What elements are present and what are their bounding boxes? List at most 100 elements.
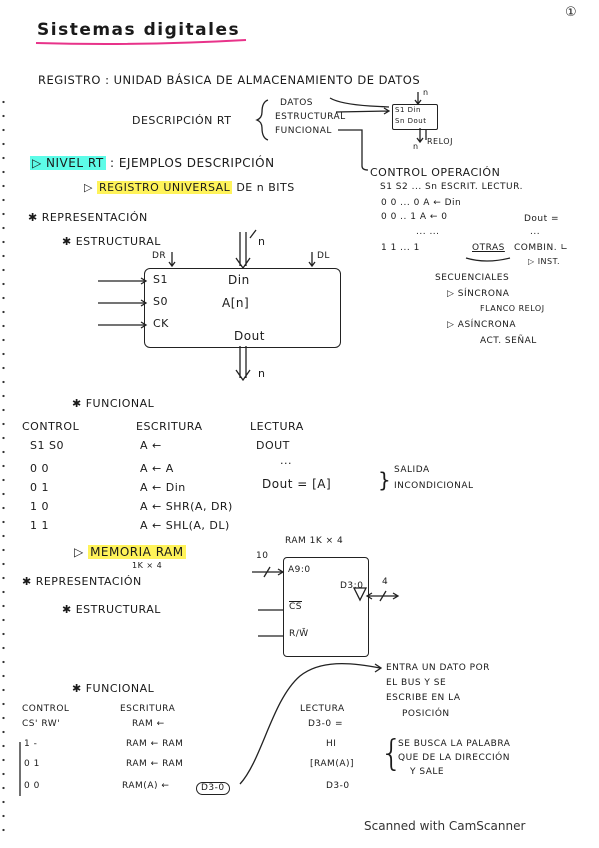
ram-row-2-control: 0 1: [24, 759, 40, 769]
desc-item-funcional: FUNCIONAL: [275, 126, 332, 136]
brace-busca: {: [380, 733, 404, 774]
func-row-1-escritura: A ← A: [140, 462, 174, 475]
ram-row-2-escritura: RAM ← RAM: [126, 759, 184, 769]
sincrona: ▷ SÍNCRONA: [447, 289, 510, 299]
func-row-2-control: 0 1: [30, 481, 49, 494]
descripcion-rt-label: DESCRIPCIÓN RT: [132, 114, 232, 127]
page-number: ①: [565, 5, 578, 20]
func-lect-dots: ...: [280, 454, 292, 467]
estructural2-heading: ✱ ESTRUCTURAL: [62, 603, 161, 616]
func-row-2-escritura: A ← Din: [140, 481, 186, 494]
reg-s0: S0: [153, 295, 168, 308]
ram-four: 4: [382, 577, 389, 587]
nivel-rt-rest: : EJEMPLOS DESCRIPCIÓN: [109, 156, 275, 170]
func-row-3-control: 1 0: [30, 500, 49, 513]
notebook-margin-dots: [2, 95, 5, 835]
ram-head-control: CONTROL: [22, 704, 70, 714]
mini-box-reloj: RELOJ: [427, 137, 453, 146]
note-entra-4: POSICIÓN: [402, 709, 450, 719]
scanner-watermark: Scanned with CamScanner: [364, 819, 526, 833]
ctrl-row-2: 0 0 .. 1 A ← 0: [381, 212, 448, 222]
func-row-4-escritura: A ← SHL(A, DL): [140, 519, 230, 532]
funcional-heading: ✱ FUNCIONAL: [72, 397, 155, 410]
inst-label: ▷ INST.: [528, 257, 561, 266]
reg-ck: CK: [153, 317, 169, 330]
ram-row-1-lectura: HI: [326, 739, 337, 749]
act-senal: ACT. SEÑAL: [480, 336, 537, 346]
func-row-3-escritura: A ← SHR(A, DR): [140, 500, 233, 513]
control-operacion: CONTROL OPERACIÓN: [370, 166, 501, 179]
reg-a: A[n]: [222, 296, 250, 310]
ram-row-1-control: 1 -: [24, 739, 38, 749]
nivel-rt-heading: ▷ NIVEL RT : EJEMPLOS DESCRIPCIÓN: [30, 156, 275, 170]
memoria-heading: ▷ MEMORIA RAM: [74, 545, 186, 559]
dout-eq: Dout =: [524, 214, 560, 224]
dout-a: Dout = [A]: [262, 477, 332, 491]
ram-head-esc-sub: RAM ←: [132, 719, 165, 729]
register-block: [144, 268, 341, 348]
func-head-lectura: LECTURA: [250, 420, 304, 433]
ram-row-2-lectura: [RAM(A)]: [310, 759, 355, 769]
mini-box-n-bottom: n: [413, 142, 419, 151]
func-head-control: CONTROL: [22, 420, 80, 433]
nivel-rt-label: ▷ NIVEL RT: [30, 156, 106, 170]
ram-head-lect-sub: D3-0 =: [308, 719, 344, 729]
reg-dr: DR: [152, 251, 167, 261]
ram-ten: 10: [256, 551, 269, 561]
dout-dots: ...: [530, 227, 541, 237]
memoria-ram-label: MEMORIA RAM: [88, 545, 186, 559]
func-row-1-control: 0 0: [30, 462, 49, 475]
ctrl-row-4: 1 1 ... 1: [381, 243, 420, 253]
func-sub-control: S1 S0: [30, 439, 64, 452]
func-head-escritura: ESCRITURA: [136, 420, 203, 433]
mini-box-row2: Sn Dout: [395, 117, 427, 125]
ctrl-head: S1 S2 ... Sn ESCRIT. LECTUR.: [380, 182, 523, 192]
ram-row-3-control: 0 0: [24, 781, 40, 791]
func-sub-escritura: A ←: [140, 439, 162, 452]
registro-definition: REGISTRO : UNIDAD BÁSICA DE ALMACENAMIEN…: [38, 73, 421, 87]
desc-item-estructural: ESTRUCTURAL: [275, 112, 346, 122]
ram-rw: R/W̄: [289, 629, 309, 639]
ram-row-3-escritura: RAM(A) ←: [122, 781, 170, 791]
flanco-reloj: FLANCO RELOJ: [480, 304, 545, 313]
incondicional-label: INCONDICIONAL: [394, 481, 474, 491]
ram-d: D3:0: [340, 581, 364, 591]
registro-universal-label: REGISTRO UNIVERSAL: [96, 181, 233, 194]
note-busca-1: SE BUSCA LA PALABRA: [398, 739, 511, 749]
page-title: Sistemas digitales: [37, 20, 241, 40]
secuenciales: SECUENCIALES: [435, 273, 510, 283]
ram-title: RAM 1K × 4: [285, 536, 344, 546]
mini-register-box: [392, 104, 438, 130]
reg-din: Din: [228, 273, 250, 287]
reg-s1: S1: [153, 273, 168, 286]
ram-head-lectura: LECTURA: [300, 704, 345, 714]
ctrl-row-3: ... ...: [416, 227, 440, 237]
ram-a: A9:0: [288, 565, 311, 575]
note-busca-3: Y SALE: [410, 767, 445, 777]
memoria-sub: 1K × 4: [132, 561, 163, 570]
ram-cs: CS: [289, 602, 302, 612]
asincrona: ▷ ASÍNCRONA: [447, 320, 517, 330]
ctrl-row-1: 0 0 ... 0 A ← Din: [381, 198, 462, 208]
note-entra-1: ENTRA UN DATO POR: [386, 663, 490, 673]
note-entra-2: EL BUS Y SE: [386, 678, 447, 688]
ram-row-3-escritura-d: D3-0: [196, 782, 230, 795]
registro-universal-rest: DE n BITS: [236, 181, 295, 194]
reg-n-top: n: [258, 235, 266, 248]
registro-universal-prefix: ▷: [84, 181, 93, 194]
registro-universal-heading: ▷ REGISTRO UNIVERSAL DE n BITS: [84, 181, 295, 194]
otras-label: OTRAS: [472, 243, 505, 253]
memoria-prefix: ▷: [74, 545, 84, 559]
combin-label: COMBIN. ∟: [514, 243, 569, 253]
ram-block: [283, 557, 369, 657]
representacion2-heading: ✱ REPRESENTACIÓN: [22, 575, 142, 588]
ram-head-cs-rw: CS' RW': [22, 719, 61, 729]
ram-row-1-escritura: RAM ← RAM: [126, 739, 184, 749]
func-sub-lectura: DOUT: [256, 439, 290, 452]
reg-n-bottom: n: [258, 367, 266, 380]
note-busca-2: QUE DE LA DIRECCIÓN: [398, 753, 510, 763]
representacion-heading: ✱ REPRESENTACIÓN: [28, 211, 148, 224]
mini-box-n: n: [423, 88, 429, 97]
